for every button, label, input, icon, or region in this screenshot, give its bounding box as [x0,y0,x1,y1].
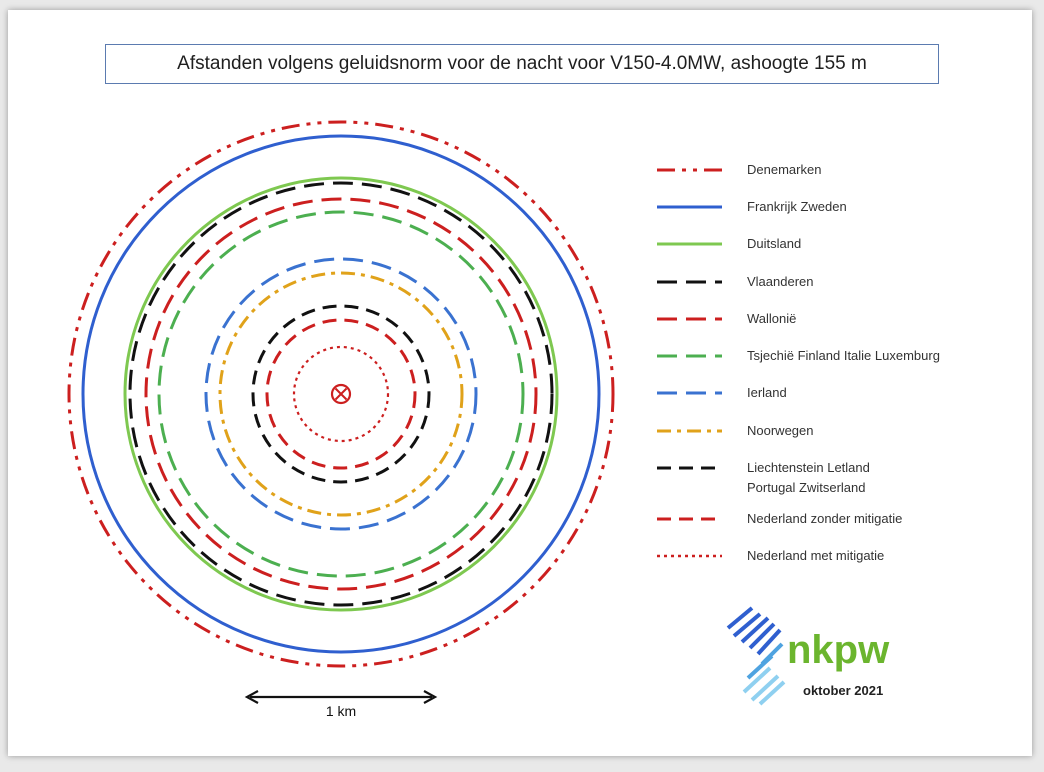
ring-group [67,120,615,668]
distance-ring-4 [128,181,554,607]
distance-ring-8 [218,271,464,517]
logo-bar [742,666,772,694]
scale-label: 1 km [326,703,356,719]
legend-label: Noorwegen [747,423,814,438]
distance-ring-3 [123,176,559,612]
diagram-title: Afstanden volgens geluidsnorm voor de na… [105,44,939,84]
turbine-marker [330,383,352,405]
legend-label: Tsjechië Finland Italie Luxemburg [747,348,940,363]
distance-ring-9 [251,304,431,484]
logo-text: nkpw [787,628,890,672]
legend-label: Duitsland [747,236,801,251]
circled-x-icon [330,383,352,405]
logo-bar [726,606,754,630]
logo-mark-icon [726,606,786,706]
distance-ring-10 [265,318,417,470]
distance-ring-7 [204,257,478,531]
logo-bar [746,654,774,680]
distance-ring-6 [157,210,525,578]
logo-bar [758,680,786,706]
scale-bar: 1 km [244,690,438,719]
slide: Afstanden volgens geluidsnorm voor de na… [8,10,1032,756]
logo-bar [740,616,770,644]
legend-label: Nederland zonder mitigatie [747,511,902,526]
legend-label: Frankrijk Zweden [747,199,847,214]
logo-bar [732,612,762,638]
legend-label: Ierland [747,385,787,400]
scale-arrow-right-icon [423,690,438,704]
logo-date: oktober 2021 [803,683,883,698]
logo-bar [750,674,780,702]
legend-label: Liechtenstein Letland [747,460,870,475]
legend-label: Nederland met mitigatie [747,548,884,563]
legend-label: Vlaanderen [747,274,814,289]
legend-label: Portugal Zwitserland [747,480,866,495]
logo-bar [756,628,782,656]
distance-ring-11 [292,345,390,443]
nkpw-logo: nkpw oktober 2021 [726,606,890,706]
distance-ring-5 [144,197,538,591]
x-mark [334,387,348,401]
distance-ring-1 [67,120,615,668]
legend-label: Denemarken [747,162,821,177]
logo-bar [748,622,776,650]
distance-ring-2 [81,134,601,654]
legend-label: Wallonië [747,311,796,326]
scale-arrow-left-icon [244,690,259,704]
